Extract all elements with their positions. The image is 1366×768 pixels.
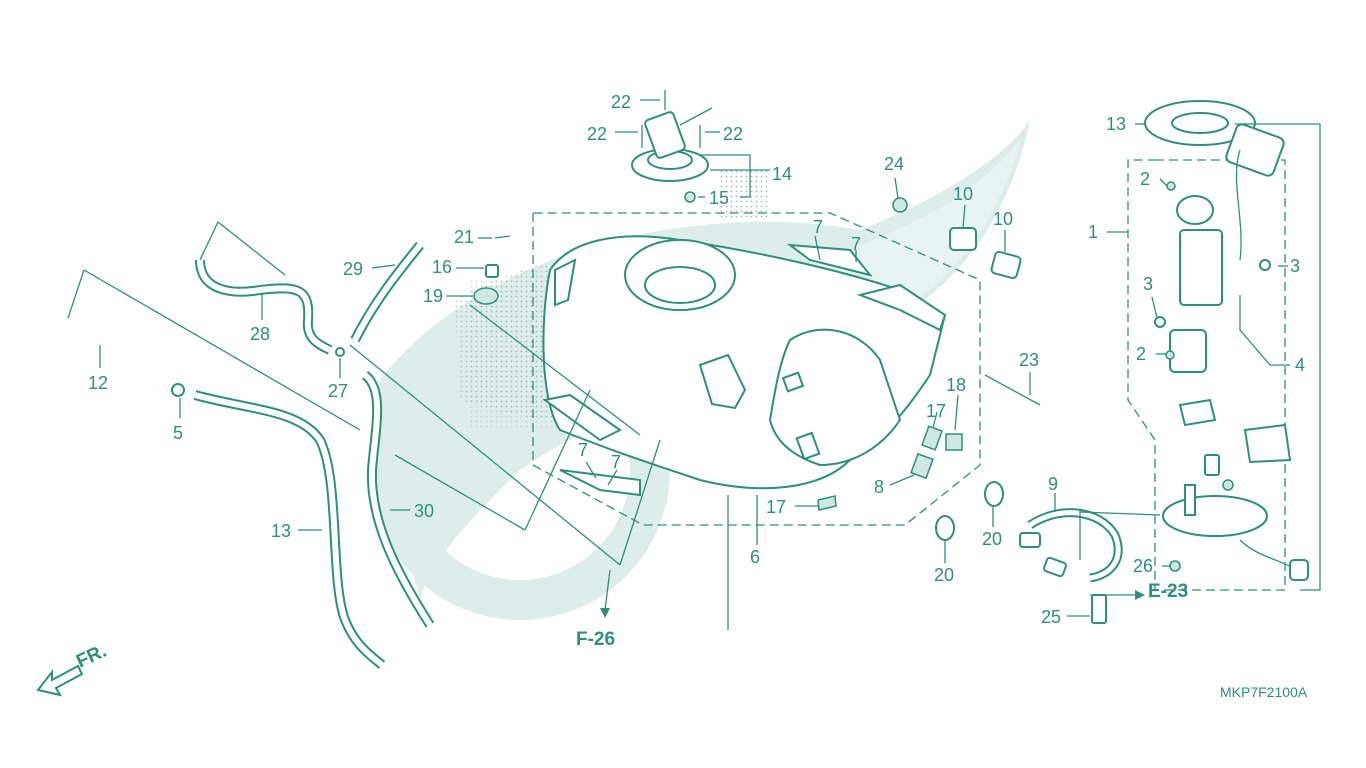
- ref-f26: F-26: [576, 629, 615, 650]
- label-22-left: 22: [587, 124, 607, 144]
- shading-cap: [720, 170, 770, 220]
- label-15: 15: [709, 188, 729, 208]
- label-22-right: 22: [723, 124, 743, 144]
- label-10-left: 10: [953, 184, 973, 204]
- label-19: 19: [423, 286, 443, 306]
- label-17-bottom: 17: [766, 497, 786, 517]
- label-21: 21: [454, 227, 474, 247]
- front-direction-arrow-icon: [36, 664, 84, 697]
- diagram-code: MKP7F2100A: [1220, 684, 1308, 700]
- small-parts: [473, 197, 1041, 541]
- label-29: 29: [343, 259, 363, 279]
- ref-e23: E-23: [1148, 581, 1188, 602]
- label-10-right: 10: [993, 209, 1013, 229]
- label-28: 28: [250, 324, 270, 344]
- label-25: 25: [1041, 607, 1061, 627]
- label-13: 13: [271, 521, 291, 541]
- label-8: 8: [874, 477, 884, 497]
- fuel-cap-assembly: [631, 90, 713, 203]
- label-20-right: 20: [982, 529, 1002, 549]
- fuel-tank: [542, 235, 947, 511]
- label-2-mid: 2: [1136, 344, 1146, 364]
- label-14: 14: [772, 164, 792, 184]
- label-30: 30: [414, 501, 434, 521]
- part-number-labels: 13 1 2 3 3 2 4 22 22 22 14 15 24 10 10 7…: [88, 92, 1305, 627]
- tank-frame: [532, 212, 981, 526]
- label-7-d: 7: [611, 452, 621, 472]
- label-6: 6: [750, 547, 760, 567]
- label-26: 26: [1133, 556, 1153, 576]
- label-16: 16: [432, 257, 452, 277]
- label-1: 1: [1088, 222, 1098, 242]
- label-23: 23: [1019, 350, 1039, 370]
- label-9: 9: [1048, 474, 1058, 494]
- ref-f26-arrow-icon: [600, 608, 610, 618]
- label-20-left: 20: [934, 565, 954, 585]
- label-7-a: 7: [813, 217, 823, 237]
- label-5: 5: [173, 423, 183, 443]
- label-22-top: 22: [611, 92, 631, 112]
- label-3-right: 3: [1290, 256, 1300, 276]
- label-27: 27: [328, 381, 348, 401]
- label-3-left: 3: [1143, 274, 1153, 294]
- label-18: 18: [946, 375, 966, 395]
- label-11: 13: [1106, 114, 1126, 134]
- label-7-c: 7: [578, 440, 588, 460]
- hoses: [64, 241, 435, 669]
- label-24: 24: [884, 154, 904, 174]
- ref-e23-arrow-icon: [1135, 590, 1145, 600]
- label-2-top: 2: [1140, 169, 1150, 189]
- leader-lines: [67, 99, 1321, 630]
- fuel-pump-assembly: [1019, 100, 1309, 624]
- label-12: 12: [88, 373, 108, 393]
- label-17-right: 17: [926, 401, 946, 421]
- label-4: 4: [1295, 355, 1305, 375]
- label-7-b: 7: [851, 234, 861, 254]
